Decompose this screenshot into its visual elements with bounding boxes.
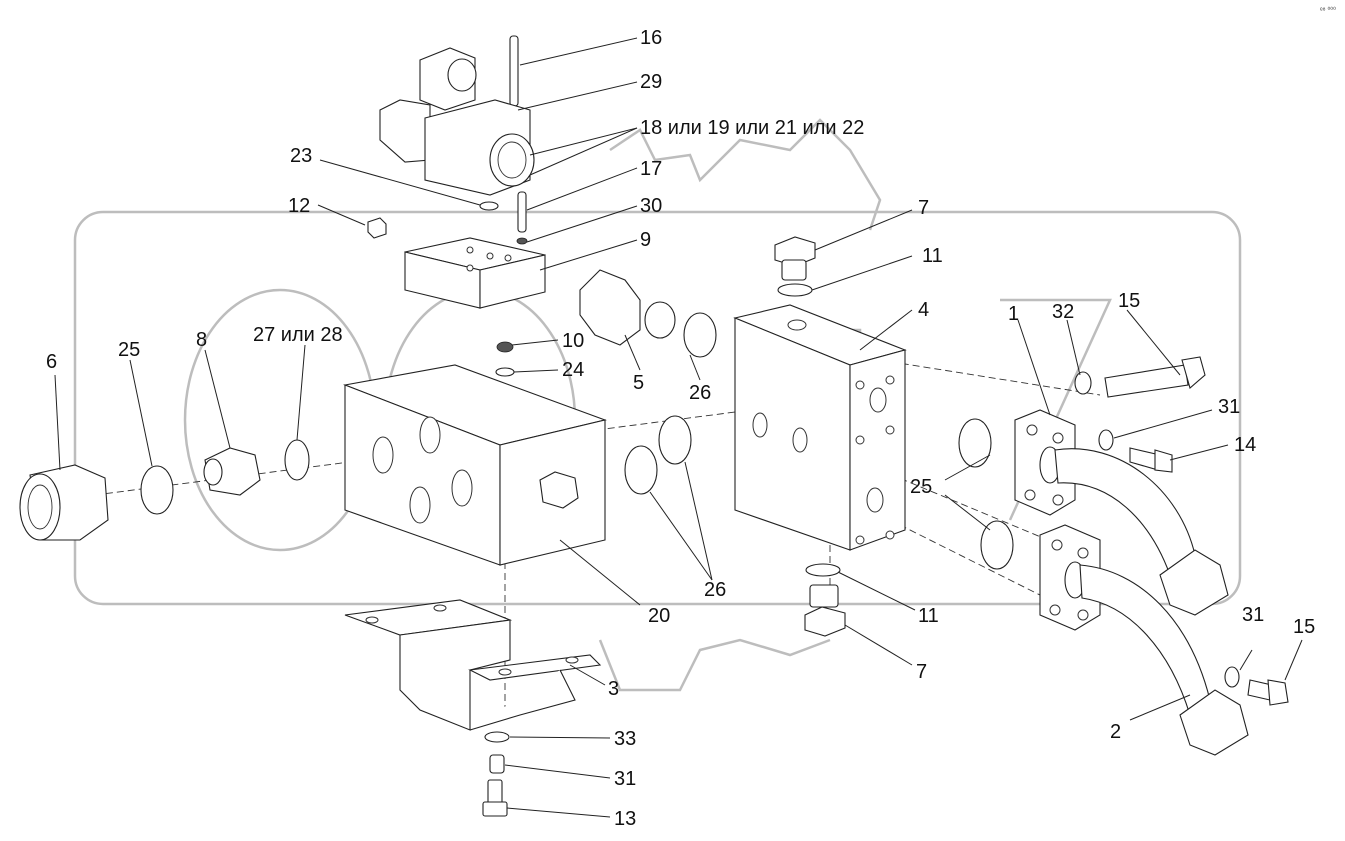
part-20-valve-body xyxy=(342,364,607,566)
part-2-pipe-nut xyxy=(1179,689,1249,756)
callout-31-b: 31 xyxy=(1242,604,1264,626)
callout-16: 16 xyxy=(640,27,662,49)
part-25-oring-a xyxy=(140,465,174,515)
callout-2: 2 xyxy=(1110,721,1121,743)
callout-20: 20 xyxy=(648,605,670,627)
callout-18: 18 или 19 или 21 или 22 xyxy=(640,117,864,139)
part-31-washer-c xyxy=(489,754,505,774)
part-1-pipe-nut xyxy=(1159,549,1229,616)
part-7-plug-top xyxy=(774,236,816,281)
callout-32: 32 xyxy=(1052,301,1074,323)
part-31-washer-a xyxy=(1098,429,1114,451)
part-25-oring-c xyxy=(980,520,1014,570)
part-18-solenoid-valve xyxy=(379,47,535,196)
callout-25-left: 25 xyxy=(118,339,140,361)
callout-26-top: 26 xyxy=(689,382,711,404)
part-5-fitting xyxy=(579,269,676,346)
part-15-bolt-bottom xyxy=(1247,679,1289,706)
part-4-block xyxy=(733,304,907,551)
callout-15-bottom: 15 xyxy=(1293,616,1315,638)
callout-1: 1 xyxy=(1008,303,1019,325)
part-7-plug-bottom xyxy=(804,584,846,637)
callout-30: 30 xyxy=(640,195,662,217)
callout-13: 13 xyxy=(614,808,636,830)
callout-7-top: 7 xyxy=(918,197,929,219)
part-26-oring-b xyxy=(624,445,658,495)
part-14-bolt xyxy=(1129,447,1173,473)
callout-26-bottom: 26 xyxy=(704,579,726,601)
callout-3: 3 xyxy=(608,678,619,700)
part-30-washer xyxy=(516,237,528,245)
callout-7-bottom: 7 xyxy=(916,661,927,683)
callout-11-top: 11 xyxy=(922,245,943,267)
part-1-flange xyxy=(1014,409,1076,516)
callout-25-right: 25 xyxy=(910,476,932,498)
callout-12: 12 xyxy=(288,195,310,217)
leader-lines xyxy=(54,37,1303,818)
callout-23: 23 xyxy=(290,145,312,167)
part-25-oring-b xyxy=(958,418,992,468)
callout-10: 10 xyxy=(562,330,584,352)
part-31-washer-b xyxy=(1224,666,1240,688)
callout-4: 4 xyxy=(918,299,929,321)
callout-labels: 16 29 18 или 19 или 21 или 22 23 17 12 3… xyxy=(46,27,1315,830)
part-23-ring xyxy=(479,201,499,211)
part-9-plate xyxy=(404,237,546,309)
callout-6: 6 xyxy=(46,351,57,373)
part-16-screw xyxy=(509,35,519,107)
part-26-oring-c xyxy=(658,415,692,465)
part-26-oring-a xyxy=(683,312,717,358)
part-32-washer xyxy=(1074,371,1092,395)
part-12-plug xyxy=(367,217,387,239)
callout-29: 29 xyxy=(640,71,662,93)
callout-17: 17 xyxy=(640,158,662,180)
part-11-washer-bottom xyxy=(805,563,841,577)
part-10-ring xyxy=(496,341,514,353)
callout-27: 27 или 28 xyxy=(253,324,343,346)
part-6-connector xyxy=(19,464,109,541)
callout-24: 24 xyxy=(562,359,584,381)
callout-31-c: 31 xyxy=(614,768,636,790)
part-27-oring xyxy=(284,439,310,481)
part-17-bolt xyxy=(517,191,527,233)
callout-5: 5 xyxy=(633,372,644,394)
callout-8: 8 xyxy=(196,329,207,351)
corner-mark: ᵉ⁸ ⁰⁰⁰ xyxy=(1320,6,1336,14)
part-15-bolt-top xyxy=(1104,356,1206,398)
part-11-washer-top xyxy=(777,283,813,297)
part-8-adapter xyxy=(203,447,261,496)
callout-11-bottom: 11 xyxy=(918,605,939,627)
callout-15-top: 15 xyxy=(1118,290,1140,312)
part-33-washer xyxy=(484,731,510,743)
part-13-bolt xyxy=(482,779,508,817)
callout-31-a: 31 xyxy=(1218,396,1240,418)
part-3-bracket xyxy=(344,599,602,731)
callout-9: 9 xyxy=(640,229,651,251)
callout-33: 33 xyxy=(614,728,636,750)
callout-14: 14 xyxy=(1234,434,1256,456)
part-24-ring xyxy=(495,367,515,377)
